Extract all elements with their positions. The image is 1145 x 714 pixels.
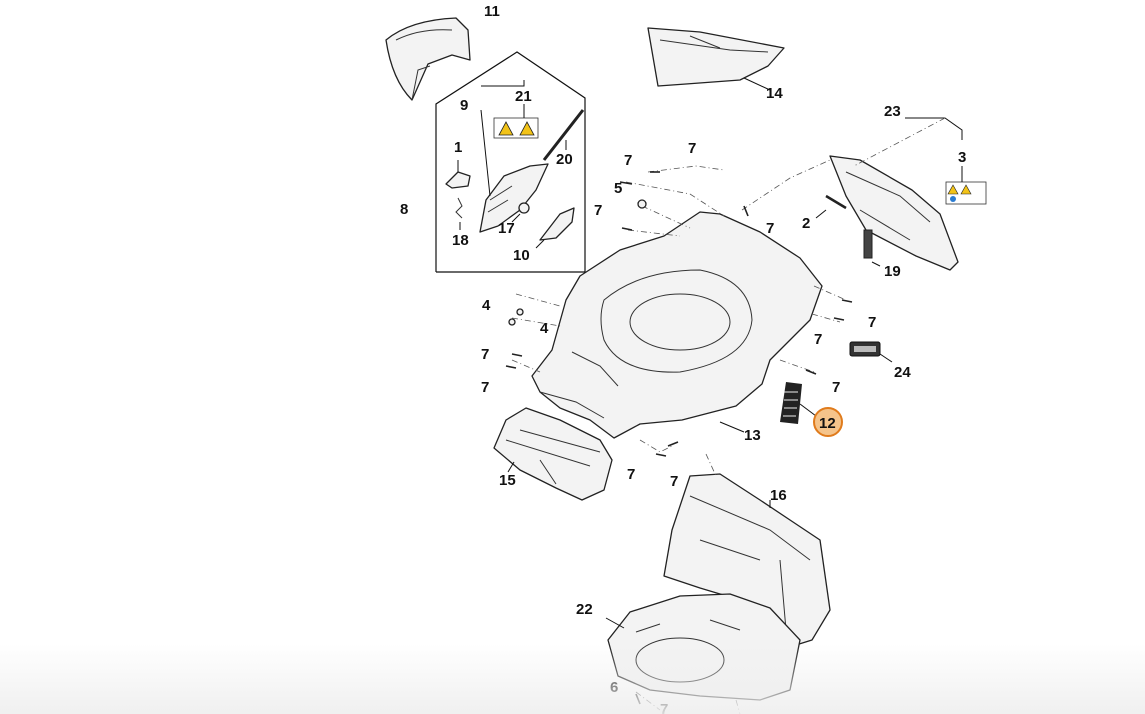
part-14-catcher-top[interactable]	[647, 27, 785, 91]
callout-7-h[interactable]: 7	[814, 331, 822, 348]
callout-15[interactable]: 15	[499, 472, 516, 489]
callout-16[interactable]: 16	[770, 487, 787, 504]
callout-7-g[interactable]: 7	[868, 314, 876, 331]
part-3-labels[interactable]	[945, 166, 987, 205]
callout-7-f[interactable]: 7	[481, 379, 489, 396]
callout-24[interactable]: 24	[894, 364, 911, 381]
part-22-deck-base[interactable]	[605, 593, 801, 701]
part-2-pin[interactable]	[815, 194, 847, 219]
callout-7-d[interactable]: 7	[766, 220, 774, 237]
part-18-spring[interactable]	[455, 197, 463, 230]
callout-9[interactable]: 9	[460, 97, 468, 114]
callout-4-b[interactable]: 4	[540, 320, 549, 337]
callout-7-j[interactable]: 7	[627, 466, 635, 483]
callout-13[interactable]: 13	[744, 427, 761, 444]
callout-7-e[interactable]: 7	[481, 346, 489, 363]
screws	[505, 171, 853, 705]
callout-7-b[interactable]: 7	[688, 140, 696, 157]
callout-21[interactable]: 21	[515, 88, 532, 105]
part-17-nut[interactable]	[511, 202, 530, 223]
callout-14[interactable]: 14	[766, 85, 783, 102]
part-19-spring[interactable]	[863, 229, 881, 267]
callout-20[interactable]: 20	[556, 151, 573, 168]
callout-18[interactable]: 18	[452, 232, 469, 249]
callout-labels: 11 9 21 20 1 8 18 17 10 14 23 3 7 7 5 7 …	[400, 3, 966, 714]
callout-7-c[interactable]: 7	[594, 202, 602, 219]
highlight-circle	[813, 407, 843, 437]
callout-12[interactable]: 12	[819, 415, 836, 432]
part-9-cover[interactable]	[479, 109, 549, 233]
callout-1[interactable]: 1	[454, 139, 462, 156]
part-13-deck-housing[interactable]	[531, 211, 823, 439]
part-1-lever[interactable]	[445, 160, 471, 189]
callout-22[interactable]: 22	[576, 601, 593, 618]
part-24-badge[interactable]	[849, 341, 893, 363]
part-21-warning-labels[interactable]	[493, 104, 539, 139]
callout-10[interactable]: 10	[513, 247, 530, 264]
callout-7-l[interactable]: 7	[660, 701, 668, 714]
callout-3[interactable]: 3	[958, 149, 966, 166]
callout-5[interactable]: 5	[614, 180, 622, 197]
part-12-label-sheet[interactable]	[780, 382, 817, 424]
callout-7-a[interactable]: 7	[624, 152, 632, 169]
part-10-bracket[interactable]	[535, 207, 575, 249]
part-20-rod[interactable]	[542, 109, 585, 161]
part-15-front-skirt[interactable]	[493, 407, 613, 501]
callout-4-a[interactable]: 4	[482, 297, 491, 314]
callout-7-i[interactable]: 7	[832, 379, 840, 396]
callout-19[interactable]: 19	[884, 263, 901, 280]
callout-11[interactable]: 11	[484, 3, 500, 20]
part-23-rear-flap[interactable]	[829, 117, 963, 271]
callout-6[interactable]: 6	[610, 679, 618, 696]
part-11-deflector[interactable]	[385, 17, 471, 101]
subassembly-frame	[435, 51, 586, 273]
callout-8[interactable]: 8	[400, 201, 408, 218]
callout-17[interactable]: 17	[498, 220, 515, 237]
callout-2[interactable]: 2	[802, 215, 810, 232]
callout-7-k[interactable]: 7	[670, 473, 678, 490]
callout-23[interactable]: 23	[884, 103, 901, 120]
